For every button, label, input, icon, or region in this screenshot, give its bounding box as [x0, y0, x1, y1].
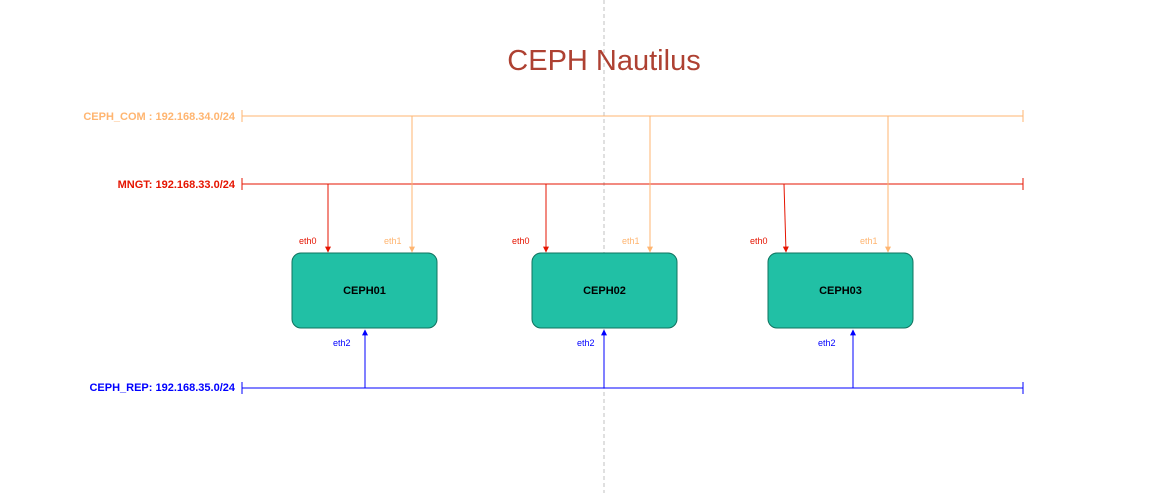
iface-label-eth0: eth0 [750, 236, 768, 246]
iface-label-eth0: eth0 [299, 236, 317, 246]
iface-label-eth2: eth2 [333, 338, 351, 348]
node-box-ceph03[interactable] [767, 252, 914, 329]
node-box-ceph01[interactable] [291, 252, 438, 329]
node-label-ceph01: CEPH01 [343, 285, 386, 297]
iface-label-eth1: eth1 [622, 236, 640, 246]
network-label-ceph-rep: CEPH_REP: 192.168.35.0/24 [89, 382, 235, 394]
iface-label-eth1: eth1 [860, 236, 878, 246]
iface-label-eth1: eth1 [384, 236, 402, 246]
iface-label-eth2: eth2 [577, 338, 595, 348]
diagram-title: CEPH Nautilus [507, 45, 700, 77]
node-label-ceph03: CEPH03 [819, 285, 862, 297]
network-label-mngt: MNGT: 192.168.33.0/24 [118, 179, 236, 191]
iface-label-eth2: eth2 [818, 338, 836, 348]
node-label-ceph02: CEPH02 [583, 285, 626, 297]
node-box-ceph02[interactable] [531, 252, 678, 329]
network-label-ceph-com: CEPH_COM : 192.168.34.0/24 [83, 111, 236, 123]
iface-label-eth0: eth0 [512, 236, 530, 246]
link-ceph03-eth0 [782, 183, 789, 253]
